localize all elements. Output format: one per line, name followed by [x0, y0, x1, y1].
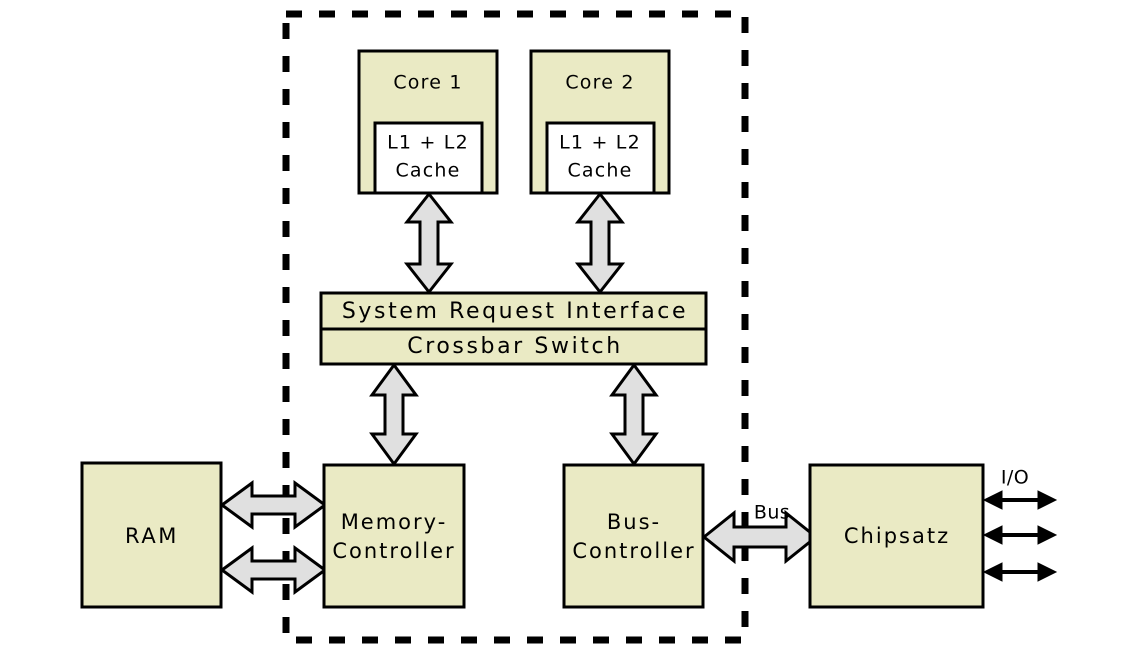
bus-controller-label-line1: Bus- [607, 510, 661, 534]
core2-to-sri-arrow-icon [574, 191, 626, 295]
ram-label: RAM [125, 524, 179, 548]
system-request-interface-label: System Request Interface [342, 299, 688, 324]
memory-controller-box [322, 463, 466, 609]
ram-to-memory-controller-upper-arrow-icon [219, 480, 328, 530]
bus-label: Bus [754, 502, 790, 524]
chipset-io-arrow-1-icon [982, 490, 1058, 510]
core1-cache-box [373, 121, 484, 195]
cpu-die-boundary [282, 10, 749, 644]
block-bus-controller[interactable]: Bus- Controller [562, 463, 705, 609]
chipset-label: Chipsatz [844, 524, 950, 548]
block-chipset[interactable]: Chipsatz [808, 463, 985, 609]
core2-label: Core 2 [565, 72, 634, 94]
bus-controller-box [562, 463, 705, 609]
block-memory-controller[interactable]: Memory- Controller [322, 463, 466, 609]
chipset-io-arrow-3-icon [982, 562, 1058, 582]
io-label: I/O [1001, 467, 1029, 489]
chipset-box [808, 463, 985, 609]
core2-cache-label-line1: L1 + L2 [559, 132, 641, 154]
chipset-io-arrow-2-icon [982, 525, 1058, 545]
block-crossbar-switch[interactable]: Crossbar Switch [319, 327, 708, 366]
system-request-interface-box [319, 291, 708, 331]
memory-controller-label-line2: Controller [332, 539, 455, 563]
memory-controller-label-line1: Memory- [341, 510, 448, 534]
crossbar-to-memory-controller-arrow-icon [369, 362, 419, 467]
core1-label: Core 1 [393, 72, 462, 94]
ram-to-memory-controller-lower-arrow-icon [219, 545, 328, 595]
core1-to-sri-arrow-icon [403, 191, 455, 295]
block-ram[interactable]: RAM [80, 461, 223, 609]
crossbar-switch-label: Crossbar Switch [407, 334, 623, 359]
ram-box [80, 461, 223, 609]
core2-cache-box [545, 121, 656, 195]
core2-cache-label-line2: Cache [567, 160, 632, 182]
core1-cache-label-line1: L1 + L2 [387, 132, 469, 154]
core1-cache-label-line2: Cache [395, 160, 460, 182]
crossbar-to-bus-controller-arrow-icon [609, 362, 659, 467]
crossbar-switch-box [319, 327, 708, 366]
block-core1[interactable]: Core 1 L1 + L2 Cache [357, 49, 499, 195]
block-system-request-interface[interactable]: System Request Interface [319, 291, 708, 331]
bus-controller-label-line2: Controller [572, 539, 695, 563]
block-core2[interactable]: Core 2 L1 + L2 Cache [529, 49, 671, 195]
